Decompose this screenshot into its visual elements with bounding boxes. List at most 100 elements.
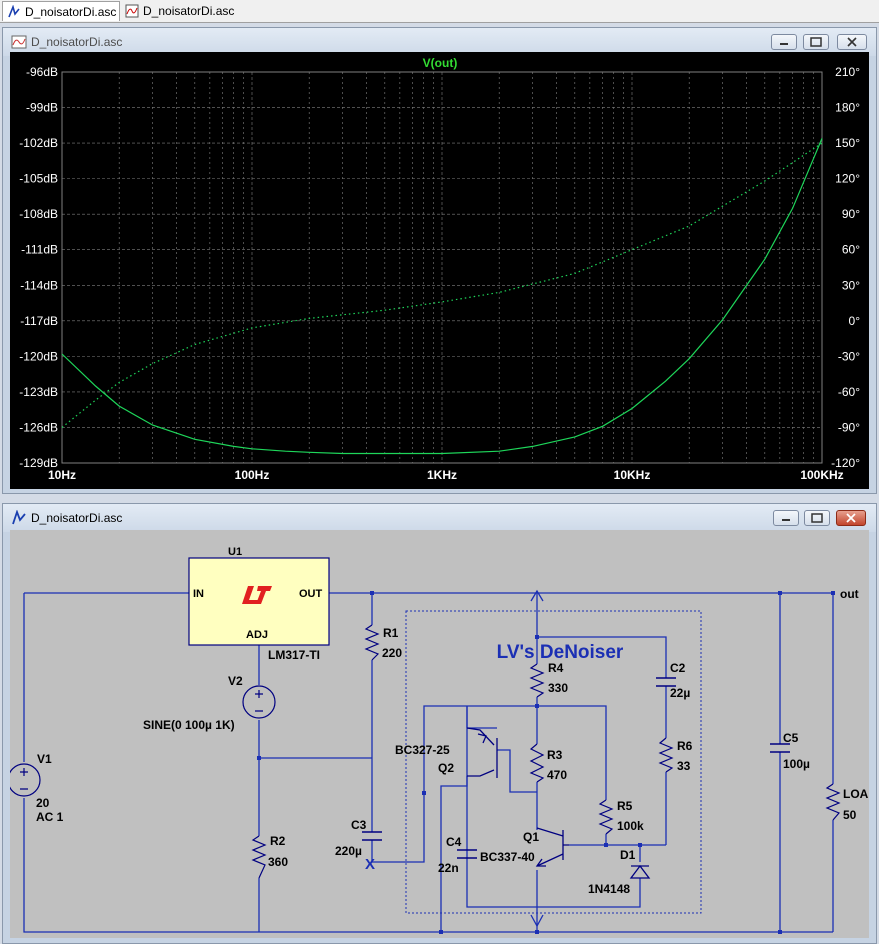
tab-schematic[interactable]: D_noisatorDi.asc bbox=[2, 1, 120, 21]
component-value: SINE(0 100µ 1K) bbox=[143, 718, 235, 732]
x-tick-label: 1KHz bbox=[427, 468, 457, 482]
block-label[interactable]: LV's DeNoiser bbox=[497, 642, 624, 663]
r1-ref: R1 bbox=[383, 626, 399, 640]
net-label-out[interactable]: out bbox=[840, 587, 859, 601]
component-ref: U1 bbox=[228, 546, 242, 558]
waveform-plot[interactable]: V(out) -96dB-99dB-102dB-105dB-108dB-111d… bbox=[10, 52, 869, 489]
y-right-tick-label: -30° bbox=[838, 349, 860, 363]
y-right-tick-label: 210° bbox=[835, 65, 860, 79]
c4-ref: C4 bbox=[446, 835, 462, 849]
component-ref: V2 bbox=[228, 674, 243, 688]
v1-source[interactable]: V1 20 AC 1 bbox=[10, 752, 64, 824]
y-left-tick-label: -129dB bbox=[19, 456, 58, 470]
y-left-tick-label: -102dB bbox=[19, 136, 58, 150]
minimize-button[interactable] bbox=[771, 34, 797, 50]
component-model: LM317-TI bbox=[268, 648, 320, 662]
component-value: 20 bbox=[36, 796, 50, 810]
close-icon bbox=[847, 37, 857, 47]
lt-logo-icon bbox=[242, 586, 272, 604]
y-right-tick-label: 120° bbox=[835, 172, 860, 186]
y-right-tick-label: 60° bbox=[842, 243, 860, 257]
d1-diode[interactable] bbox=[629, 864, 651, 879]
denoiser-block[interactable] bbox=[405, 610, 702, 914]
q1-model: BC337-40 bbox=[480, 850, 535, 864]
schematic-canvas[interactable]: LV's DeNoiser U1 IN OUT ADJ LM317-TI V1 … bbox=[10, 530, 869, 938]
c2-ref: C2 bbox=[670, 661, 686, 675]
minimize-icon bbox=[782, 519, 790, 521]
window-title: D_noisatorDi.asc bbox=[31, 511, 123, 525]
schematic-icon bbox=[8, 5, 20, 18]
magnitude-trace bbox=[61, 138, 823, 455]
waveform-icon bbox=[125, 4, 139, 18]
r5-ref: R5 bbox=[617, 799, 633, 813]
y-right-tick-label: 150° bbox=[835, 136, 860, 150]
close-button[interactable] bbox=[837, 34, 867, 50]
minimize-icon bbox=[780, 43, 788, 45]
schematic-window-titlebar[interactable]: D_noisatorDi.asc bbox=[3, 504, 876, 532]
capacitor-shapes bbox=[362, 677, 790, 859]
r6-ref: R6 bbox=[677, 739, 693, 753]
x-marker: X bbox=[365, 856, 375, 873]
y-right-tick-label: -60° bbox=[838, 385, 860, 399]
q2-transistor[interactable] bbox=[466, 727, 498, 778]
d1-model: 1N4148 bbox=[588, 882, 630, 896]
minimize-button[interactable] bbox=[773, 510, 799, 526]
junction-dots bbox=[257, 591, 835, 934]
c5-value: 100µ bbox=[783, 757, 810, 771]
x-tick-label: 100KHz bbox=[800, 468, 843, 482]
c2-value: 22µ bbox=[670, 686, 690, 700]
r4-value: 330 bbox=[548, 681, 568, 695]
y-right-tick-label: -120° bbox=[831, 456, 860, 470]
r3-ref: R3 bbox=[547, 748, 563, 762]
load-value: 50 bbox=[843, 808, 857, 822]
x-axis-ticks: 10Hz 100Hz 1KHz 10KHz 100KHz bbox=[48, 468, 844, 482]
y-left-tick-label: -126dB bbox=[19, 420, 58, 434]
d1-ref: D1 bbox=[620, 848, 636, 862]
pin-label-out: OUT bbox=[299, 588, 323, 600]
y-left-tick-label: -114dB bbox=[20, 278, 58, 292]
r2-value: 360 bbox=[268, 855, 288, 869]
component-ref: V1 bbox=[37, 752, 52, 766]
maximize-button[interactable] bbox=[803, 34, 829, 50]
close-button[interactable] bbox=[836, 510, 866, 526]
plot-grid bbox=[61, 71, 822, 464]
y-left-tick-label: -105dB bbox=[19, 172, 58, 186]
q2-model: BC327-25 bbox=[395, 743, 450, 757]
resistor-shapes bbox=[251, 624, 841, 879]
load-ref: LOA bbox=[843, 787, 869, 801]
r4-ref: R4 bbox=[548, 661, 564, 675]
close-icon bbox=[846, 513, 856, 523]
restore-icon bbox=[810, 37, 822, 47]
x-tick-label: 10Hz bbox=[48, 468, 76, 482]
y-left-tick-label: -117dB bbox=[20, 314, 58, 328]
y-left-tick-label: -120dB bbox=[19, 349, 58, 363]
supply-arrow-icon bbox=[530, 589, 544, 602]
x-tick-label: 10KHz bbox=[614, 468, 651, 482]
schematic-drawing[interactable]: LV's DeNoiser U1 IN OUT ADJ LM317-TI V1 … bbox=[10, 530, 869, 938]
y-right-tick-label: 180° bbox=[835, 101, 860, 115]
maximize-button[interactable] bbox=[804, 510, 830, 526]
c5-ref: C5 bbox=[783, 731, 799, 745]
r5-value: 100k bbox=[617, 819, 644, 833]
waveform-window-titlebar[interactable]: D_noisatorDi.asc bbox=[3, 28, 876, 56]
x-tick-label: 100Hz bbox=[235, 468, 270, 482]
wires bbox=[23, 592, 834, 933]
plot-frame bbox=[61, 71, 823, 464]
v2-source[interactable]: V2 SINE(0 100µ 1K) bbox=[143, 674, 276, 732]
mdi-tab-bar: D_noisatorDi.asc D_noisatorDi.asc bbox=[0, 0, 879, 23]
bode-chart[interactable]: V(out) -96dB-99dB-102dB-105dB-108dB-111d… bbox=[10, 52, 869, 489]
polarity-icon bbox=[255, 690, 263, 712]
waveform-icon bbox=[11, 35, 27, 49]
y-left-tick-label: -96dB bbox=[26, 65, 58, 79]
tab-waveform[interactable]: D_noisatorDi.asc bbox=[121, 1, 235, 21]
trace-label[interactable]: V(out) bbox=[423, 56, 458, 70]
y-right-tick-label: 0° bbox=[849, 314, 861, 328]
right-axis-ticks: 210°180°150°120°90°60°30°0°-30°-60°-90°-… bbox=[831, 65, 860, 470]
q1-transistor[interactable] bbox=[535, 827, 569, 867]
q1-ref: Q1 bbox=[523, 830, 539, 844]
schematic-icon bbox=[12, 510, 26, 525]
polarity-icon bbox=[20, 768, 28, 790]
u1-regulator[interactable]: U1 IN OUT ADJ LM317-TI bbox=[188, 546, 330, 662]
window-title: D_noisatorDi.asc bbox=[31, 35, 123, 49]
tab-label: D_noisatorDi.asc bbox=[143, 4, 235, 18]
